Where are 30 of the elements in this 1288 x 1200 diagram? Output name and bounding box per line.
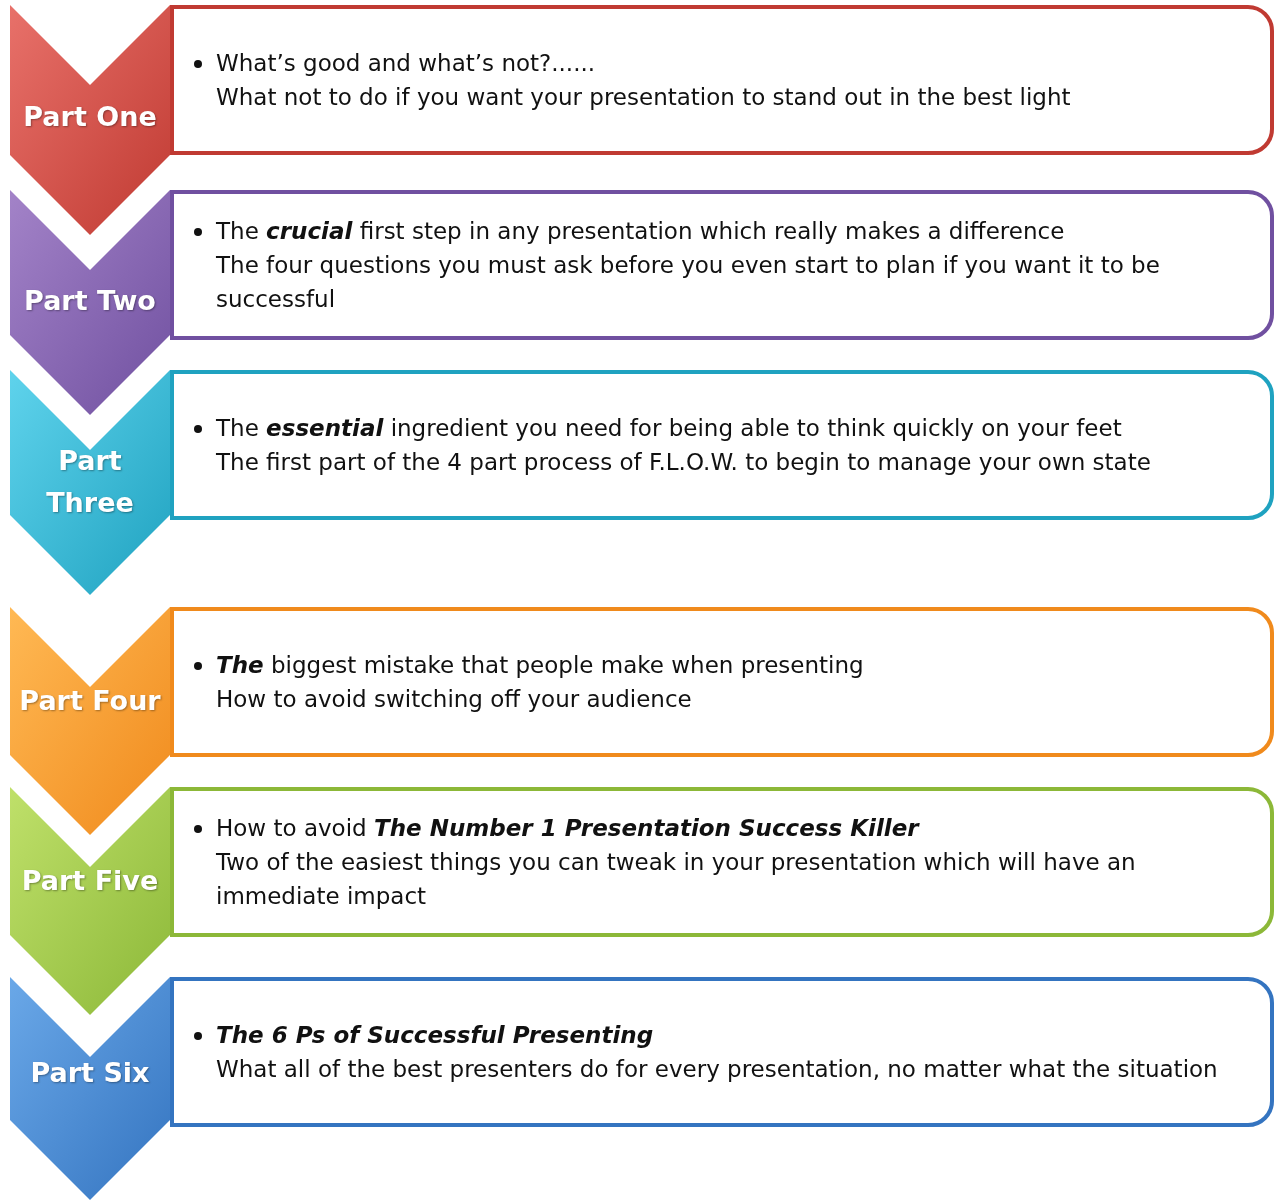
content-card (170, 787, 1274, 937)
step-label: Part Six (29, 1056, 151, 1090)
content-card (170, 977, 1274, 1127)
description-text: What all of the best presenters do for every presentation, no matter what the situation (216, 1055, 1219, 1084)
step-label: Part One (22, 100, 158, 134)
step-label: Part Four (18, 684, 162, 718)
description-text: The first part of the 4 part process of F.L.O.W. to begin to manage your own state (216, 448, 1152, 477)
step-label: Part Three (45, 444, 135, 520)
content-card (170, 190, 1274, 340)
description-text: Two of the easiest things you can tweak in your presentation which will have an immediate impact (216, 848, 1137, 911)
bullet-text: The 6 Ps of Successful Presenting (216, 1021, 655, 1050)
description-text: The four questions you must ask before you even start to plan if you want it to be successful (216, 251, 1161, 314)
bullet-text: What’s good and what’s not?...... (216, 49, 597, 78)
step-banner (10, 977, 170, 1200)
step-label: Part Five (20, 864, 160, 898)
step-banner (10, 370, 170, 595)
step-label: Part Two (23, 284, 157, 318)
step-banner (10, 5, 170, 235)
description-text: What not to do if you want your presentation to stand out in the best light (216, 83, 1072, 112)
description-text: How to avoid switching off your audience (216, 685, 693, 714)
content-card (170, 607, 1274, 757)
content-card (170, 5, 1274, 155)
bullet-text: The crucial first step in any presentation which really makes a difference (216, 217, 1066, 246)
bullet-text: How to avoid The Number 1 Presentation Success Killer (216, 814, 921, 843)
step-banner (10, 190, 170, 415)
content-card (170, 370, 1274, 520)
step-banner (10, 607, 170, 835)
bullet-text: The essential ingredient you need for being able to think quickly on your feet (216, 414, 1123, 443)
step-banner (10, 787, 170, 1015)
bullet-text: The biggest mistake that people make when presenting (216, 651, 865, 680)
